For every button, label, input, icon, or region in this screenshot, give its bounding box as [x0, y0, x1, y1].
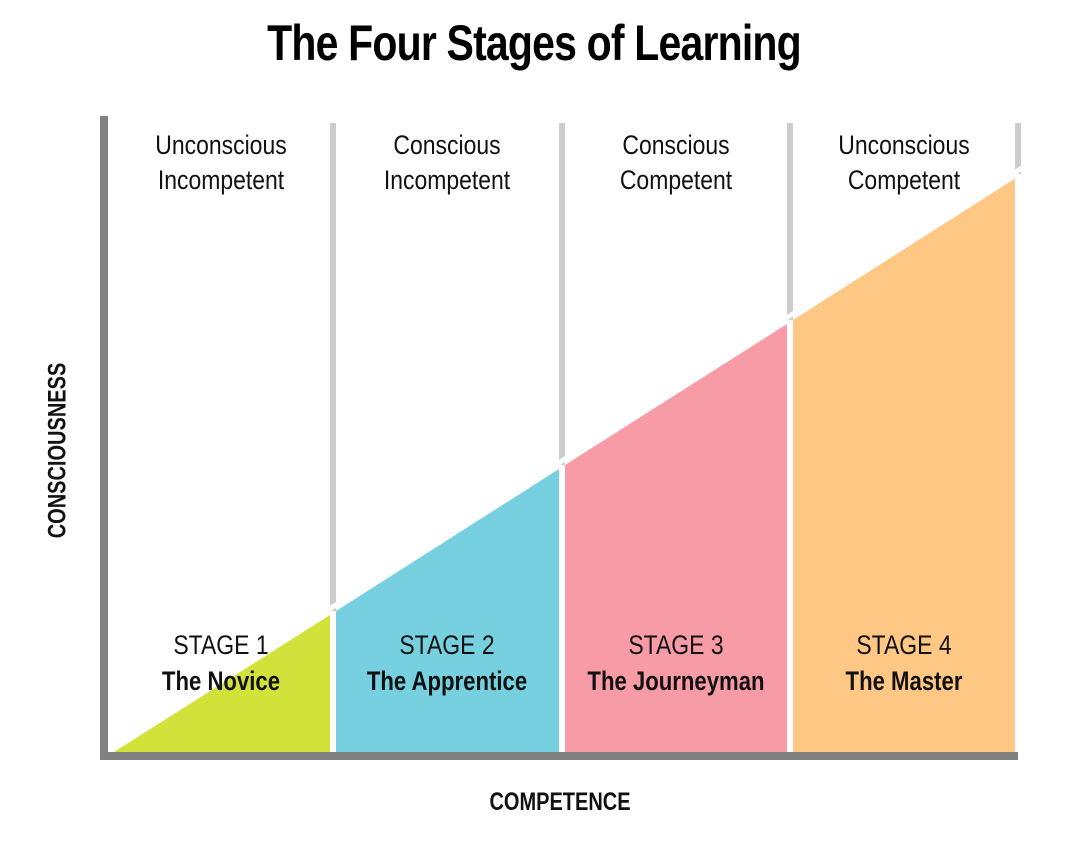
x-axis-label: COMPETENCE — [489, 788, 631, 816]
stage-4-area — [793, 178, 1016, 752]
y-axis-label: CONSCIOUSNESS — [43, 362, 72, 539]
stage-3-area — [565, 324, 787, 752]
y-axis — [100, 116, 108, 760]
x-axis — [100, 752, 1018, 760]
stage-2-area — [336, 469, 559, 752]
page-title: The Four Stages of Learning — [267, 15, 802, 71]
stage-1-area — [114, 615, 330, 752]
